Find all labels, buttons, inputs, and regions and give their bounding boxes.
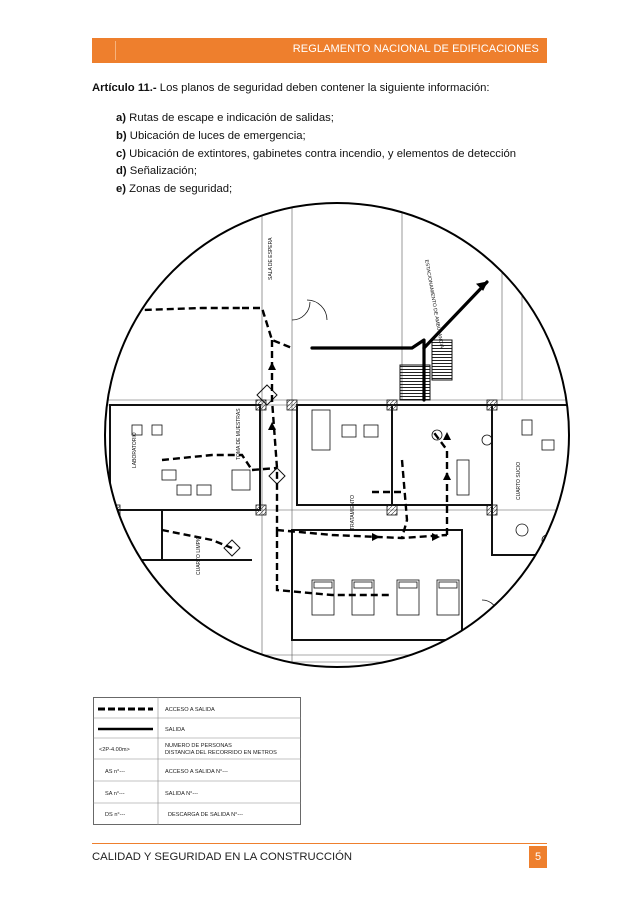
list-item-key: d): [116, 165, 127, 178]
floor-plan-drawing: LABORATORIO TOMA DE MUESTRAS CUARTO LIMP…: [104, 202, 570, 668]
requirements-list: a) Rutas de escape e indicación de salid…: [116, 110, 536, 199]
list-item-text: Ubicación de luces de emergencia;: [126, 129, 306, 142]
legend-symbol: SA n°---: [105, 791, 125, 797]
list-item: d) Señalización;: [116, 163, 536, 181]
list-item-key: e): [116, 183, 127, 196]
footer-divider: [92, 843, 547, 844]
article-text: Los planos de seguridad deben contener l…: [156, 82, 490, 94]
legend-distance-label: DISTANCIA DEL RECORRIDO EN METROS: [165, 750, 277, 756]
header-bar: REGLAMENTO NACIONAL DE EDIFICACIONES: [92, 38, 547, 63]
legend-ds-label: DESCARGA DE SALIDA N°---: [168, 812, 243, 818]
list-item-key: a): [116, 112, 127, 124]
plan-label-tratamiento: TRATAMIENTO: [350, 495, 356, 530]
safety-floor-plan: LABORATORIO TOMA DE MUESTRAS CUARTO LIMP…: [102, 200, 572, 670]
legend-access-label: ACCESO A SALIDA: [165, 707, 215, 713]
list-item: b) Ubicación de luces de emergencia;: [116, 128, 536, 146]
header-title: REGLAMENTO NACIONAL DE EDIFICACIONES: [292, 43, 539, 55]
article-label: Artículo 11.-: [92, 82, 157, 94]
list-item-text: Rutas de escape e indicación de salidas;: [126, 112, 334, 124]
plan-legend: ACCESO A SALIDA SALIDA <2P-4.00m> NUMERO…: [93, 697, 301, 825]
legend-symbol: <2P-4.00m>: [99, 747, 130, 753]
legend-people-label: NUMERO DE PERSONAS: [165, 743, 232, 749]
plan-label-laboratorio: LABORATORIO: [132, 432, 138, 468]
plan-label-toma-muestras: TOMA DE MUESTRAS: [236, 408, 242, 460]
plan-circle-border: [104, 202, 570, 668]
plan-label-cuarto-sucio: CUARTO SUCIO: [516, 462, 522, 500]
plan-label-cuarto-limpio: CUARTO LIMPIO: [196, 536, 202, 575]
list-item-text: Ubicación de extintores, gabinetes contr…: [126, 147, 517, 160]
list-item: c) Ubicación de extintores, gabinetes co…: [116, 146, 536, 164]
legend-as-label: ACCESO A SALIDA N°---: [165, 769, 228, 775]
legend-symbol: AS n°---: [105, 769, 125, 775]
list-item-key: c): [116, 147, 127, 160]
plan-label-sala-espera: SALA DE ESPERA: [268, 237, 274, 280]
list-item-key: b): [116, 129, 127, 142]
legend-sa-label: SALIDA N°---: [165, 791, 198, 797]
list-item: a) Rutas de escape e indicación de salid…: [116, 110, 536, 128]
article-paragraph: Artículo 11.- Los planos de seguridad de…: [92, 80, 562, 96]
list-item-text: Zonas de seguridad;: [126, 183, 233, 196]
list-item-text: Señalización;: [126, 165, 198, 178]
header-divider: [115, 41, 116, 60]
legend-symbol: DS n°---: [105, 812, 125, 818]
page-number-badge: 5: [529, 846, 547, 868]
footer-title: CALIDAD Y SEGURIDAD EN LA CONSTRUCCIÓN: [92, 851, 353, 863]
legend-exit-label: SALIDA: [165, 727, 185, 733]
list-item: e) Zonas de seguridad;: [116, 181, 536, 199]
